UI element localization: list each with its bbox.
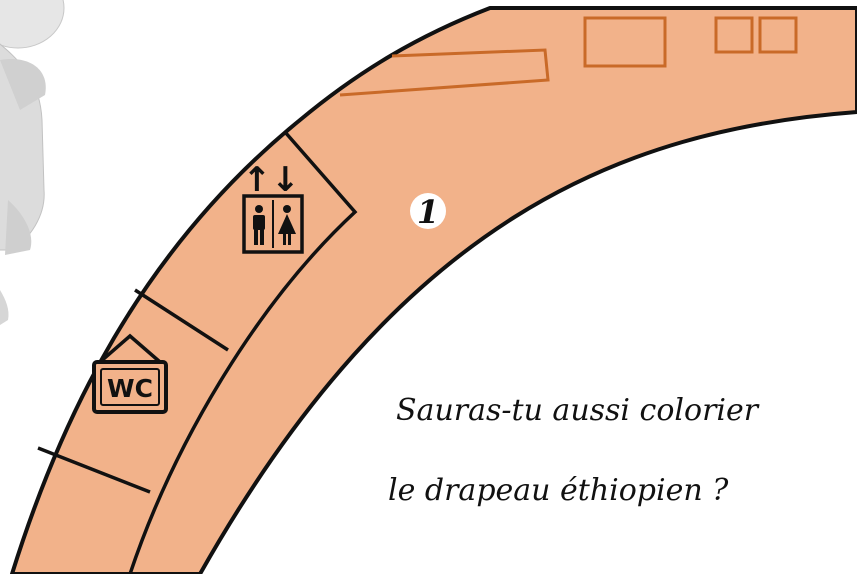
room-row-divider xyxy=(128,130,358,574)
elevator-sign: ↑↓ xyxy=(242,160,304,254)
area-marker-label: 1 xyxy=(417,193,439,231)
bench-outline xyxy=(339,48,550,97)
thinking-person-icon xyxy=(0,0,65,325)
table-outline xyxy=(583,16,667,68)
furniture xyxy=(339,16,798,97)
caption-line-1: Sauras-tu aussi colorier xyxy=(396,393,760,428)
elevator-people-icon xyxy=(253,205,296,245)
wc-label: WC xyxy=(107,374,153,403)
area-marker-1: 1 xyxy=(410,193,446,231)
elevator-arrows-icon: ↑↓ xyxy=(243,160,300,200)
room-partition xyxy=(134,288,229,352)
room-partition xyxy=(37,446,151,494)
wc-sign: WC xyxy=(92,333,168,414)
wc-hanger-icon xyxy=(98,333,162,364)
locker-outline xyxy=(758,16,798,54)
curved-corridor xyxy=(10,6,857,574)
locker-outline xyxy=(714,16,754,54)
caption-line-2: le drapeau éthiopien ? xyxy=(388,473,729,508)
